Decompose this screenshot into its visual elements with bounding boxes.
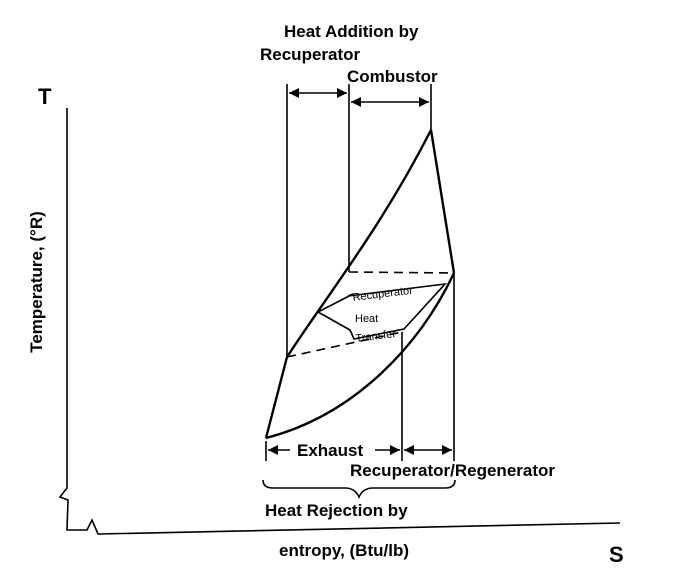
x-axis-label: entropy, (Btu/lb) (279, 541, 409, 560)
upper-dashed-line (348, 271, 455, 274)
recuperator-top-label: Recuperator (260, 45, 361, 64)
combustor-heat-addition-arrow (351, 97, 429, 107)
y-axis-label: Temperature, (°R) (27, 211, 46, 353)
heat-rejection-brace (262, 479, 456, 499)
heat-addition-process-curve (285, 129, 433, 358)
y-axis (58, 108, 621, 535)
y-axis-symbol: T (38, 84, 52, 109)
compression-process-curve (264, 356, 289, 439)
heat-transfer-label-3: Transfer (355, 328, 397, 345)
combustor-label: Combustor (347, 67, 438, 86)
regenerator-arrow (404, 445, 452, 455)
recuperator-regenerator-label: Recuperator/Regenerator (350, 461, 555, 480)
heat-rejection-label: Heat Rejection by (265, 501, 408, 520)
heat-rejection-process-curve (265, 272, 456, 440)
lower-dashed-line (286, 331, 403, 358)
heat-transfer-label-2: Heat (355, 313, 378, 325)
heat-addition-label: Heat Addition by (284, 22, 419, 41)
x-axis-symbol: S (609, 542, 624, 567)
expansion-process-curve (429, 129, 456, 274)
exhaust-arrow (268, 445, 400, 455)
heat-transfer-label-1: Recuperator (352, 285, 414, 304)
heat-transfer-arrow (316, 282, 448, 340)
recuperator-heat-addition-arrow (289, 88, 347, 98)
exhaust-label: Exhaust (297, 441, 363, 460)
